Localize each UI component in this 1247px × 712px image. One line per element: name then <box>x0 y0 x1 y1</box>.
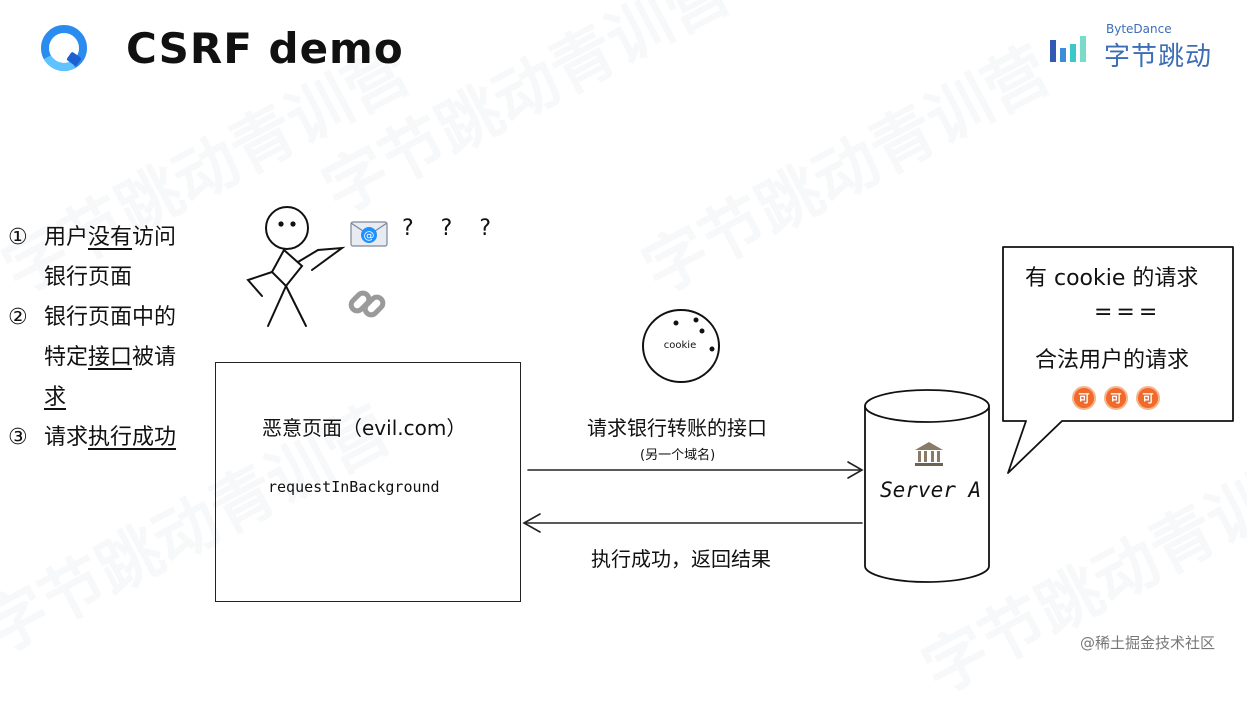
evil-page-code: requestInBackground <box>268 478 440 496</box>
request-sublabel: (另一个域名) <box>640 448 716 463</box>
cookie-label: cookie <box>664 340 696 351</box>
bytedance-logo-icon <box>1050 36 1086 62</box>
step-list: ① 用户没有访问 银行页面 ② 银行页面中的 特定接口被请 求 ③ 请求执行成功 <box>8 218 198 458</box>
step-number: ② <box>8 305 28 330</box>
brand-logo: ByteDance 字节跳动 <box>1048 22 1228 72</box>
bubble-line-2: === <box>1094 300 1162 325</box>
footer-credit: @稀土掘金技术社区 <box>1080 634 1216 652</box>
step-text: 银行页面中的 特定接口被请 求 <box>44 305 177 410</box>
response-label: 执行成功，返回结果 <box>591 547 771 571</box>
flow-arrows <box>522 461 864 533</box>
cookie-icon: cookie <box>642 309 720 383</box>
bubble-line-1: 有 cookie 的请求 <box>1025 266 1199 291</box>
step-text: 请求执行成功 <box>44 425 177 450</box>
step-number: ③ <box>8 425 28 450</box>
evil-page-title: 恶意页面（evil.com） <box>262 416 467 440</box>
mail-icon: @ <box>350 221 388 247</box>
approval-badges: 可 可 可 <box>1072 386 1160 410</box>
step-3: ③ 请求执行成功 <box>8 418 198 458</box>
request-label: 请求银行转账的接口 <box>587 416 767 440</box>
page-title: CSRF demo <box>126 24 404 73</box>
evil-page-box <box>215 362 521 602</box>
question-marks: ? ? ? <box>402 216 502 241</box>
step-text: 用户没有访问 银行页面 <box>44 225 177 290</box>
server-label: Server A <box>880 478 982 502</box>
bank-icon <box>915 442 943 466</box>
server-cylinder <box>864 389 990 583</box>
speech-bubble <box>1002 246 1234 474</box>
bubble-line-3: 合法用户的请求 <box>1035 348 1190 373</box>
step-2: ② 银行页面中的 特定接口被请 求 <box>8 298 198 418</box>
approve-badge: 可 <box>1104 386 1128 410</box>
step-number: ① <box>8 225 28 250</box>
brand-big-text: 字节跳动 <box>1104 42 1213 72</box>
app-logo-icon <box>41 25 87 71</box>
svg-text:@: @ <box>364 229 375 242</box>
brand-small-text: ByteDance <box>1106 22 1172 36</box>
step-1: ① 用户没有访问 银行页面 <box>8 218 198 298</box>
link-icon <box>348 290 386 318</box>
approve-badge: 可 <box>1136 386 1160 410</box>
approve-badge: 可 <box>1072 386 1096 410</box>
user-figure <box>246 206 346 327</box>
